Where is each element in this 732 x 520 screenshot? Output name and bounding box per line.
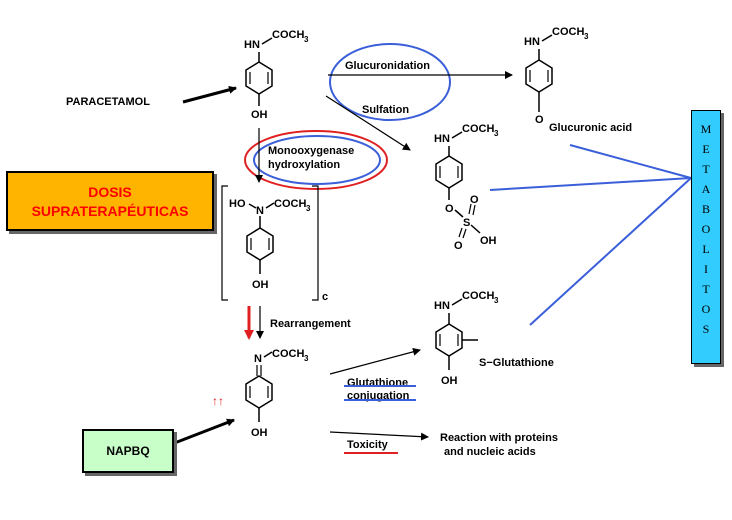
svg-text:O: O: [454, 240, 463, 252]
hydroxylation-label: hydroxylation: [268, 159, 340, 171]
dosis-supraterapeuticas-box: DOSIS SUPRATERAPÉUTICAS: [6, 171, 214, 231]
paracetamol-pointer-arrow: [182, 85, 237, 104]
metabolitos-letter: M: [700, 122, 712, 136]
napbq-label: NAPBQ: [106, 444, 150, 458]
svg-text:c: c: [322, 291, 328, 303]
metabolitos-letter: T: [702, 162, 710, 176]
napbq-pointer-arrow: [171, 418, 235, 446]
glutathione-label: Glutathione: [347, 377, 408, 389]
svg-text:S: S: [463, 217, 470, 229]
dosis-line1: DOSIS: [88, 184, 132, 200]
paracetamol-label: PARACETAMOL: [66, 96, 150, 108]
monooxygenase-label: Monooxygenase: [268, 145, 354, 157]
svg-text:3: 3: [494, 129, 499, 138]
metabolitos-letter: B: [701, 202, 710, 216]
reaction-label: Reaction with proteins: [440, 432, 558, 444]
svg-text:HN: HN: [524, 36, 540, 48]
svg-text:OH: OH: [480, 235, 497, 247]
glucuronidation-label: Glucuronidation: [345, 60, 430, 72]
toxicity-arrow: [329, 431, 429, 441]
svg-text:COCH: COCH: [272, 348, 304, 360]
increase-arrows: ↑↑: [212, 394, 224, 408]
svg-text:3: 3: [304, 354, 309, 363]
svg-text:OH: OH: [251, 427, 268, 439]
svg-text:3: 3: [494, 296, 499, 305]
svg-text:HN: HN: [434, 133, 450, 145]
svg-text:3: 3: [304, 35, 309, 44]
metabolitos-letter: L: [702, 242, 710, 256]
paracetamol-hn: HN: [244, 39, 260, 51]
metabolite-line-sulfate: [489, 177, 692, 191]
metabolite-line-glucuronide: [569, 144, 692, 179]
n-hydroxy-intermediate: c HO N COCH 3 OH: [221, 185, 328, 303]
glutathione-conjugate-structure: HN COCH 3 S−Glutathione OH: [434, 290, 554, 387]
svg-text:O: O: [535, 114, 544, 126]
monooxygenase-blue-ellipse: [253, 135, 381, 185]
monooxygenase-red-ellipse: [244, 130, 388, 190]
dosis-line2: SUPRATERAPÉUTICAS: [31, 203, 189, 219]
nucleic-acids-label: and nucleic acids: [444, 446, 536, 458]
sulfation-label: Sulfation: [362, 104, 409, 116]
svg-text:O: O: [445, 203, 454, 215]
svg-text:COCH: COCH: [274, 198, 306, 210]
glucuronidation-sulfation-ellipse: [329, 43, 451, 121]
paracetamol-oh: OH: [251, 109, 268, 121]
paracetamol-structure: HN COCH 3 OH: [244, 29, 309, 121]
metabolitos-letter: E: [702, 142, 710, 156]
paracetamol-coch3: COCH: [272, 29, 304, 41]
svg-text:COCH: COCH: [462, 123, 494, 135]
metabolitos-letter: T: [702, 282, 710, 296]
svg-text:OH: OH: [441, 375, 458, 387]
glucuronide-structure: HN COCH 3 O Glucuronic acid: [524, 26, 632, 134]
napbq-box: NAPBQ: [82, 429, 174, 473]
svg-text:O: O: [470, 194, 479, 206]
svg-text:OH: OH: [252, 279, 269, 291]
metabolitos-letter: I: [704, 262, 708, 276]
metabolitos-letter: O: [701, 222, 711, 236]
svg-text:COCH: COCH: [462, 290, 494, 302]
metabolitos-letter: S: [702, 322, 710, 336]
metabolite-line-glutathione: [529, 177, 692, 326]
svg-text:HN: HN: [434, 300, 450, 312]
toxicity-label: Toxicity: [347, 439, 389, 451]
metabolitos-letter: O: [701, 302, 711, 316]
napqi-structure: N COCH 3 OH: [245, 348, 309, 439]
glutathione-arrow: [329, 347, 421, 375]
sulfation-arrow: [325, 95, 411, 151]
svg-text:N: N: [254, 353, 262, 365]
svg-text:N: N: [256, 205, 264, 217]
svg-text:HO: HO: [229, 198, 246, 210]
svg-text:3: 3: [584, 32, 589, 41]
metabolitos-letter: A: [701, 182, 711, 196]
svg-text:COCH: COCH: [552, 26, 584, 38]
sulfate-structure: HN COCH 3 O S O O OH: [434, 123, 499, 252]
svg-text:3: 3: [306, 204, 311, 213]
glucuronic-acid-label: Glucuronic acid: [549, 122, 632, 134]
rearrangement-label: Rearrangement: [270, 318, 351, 330]
s-glutathione-label: S−Glutathione: [479, 357, 554, 369]
